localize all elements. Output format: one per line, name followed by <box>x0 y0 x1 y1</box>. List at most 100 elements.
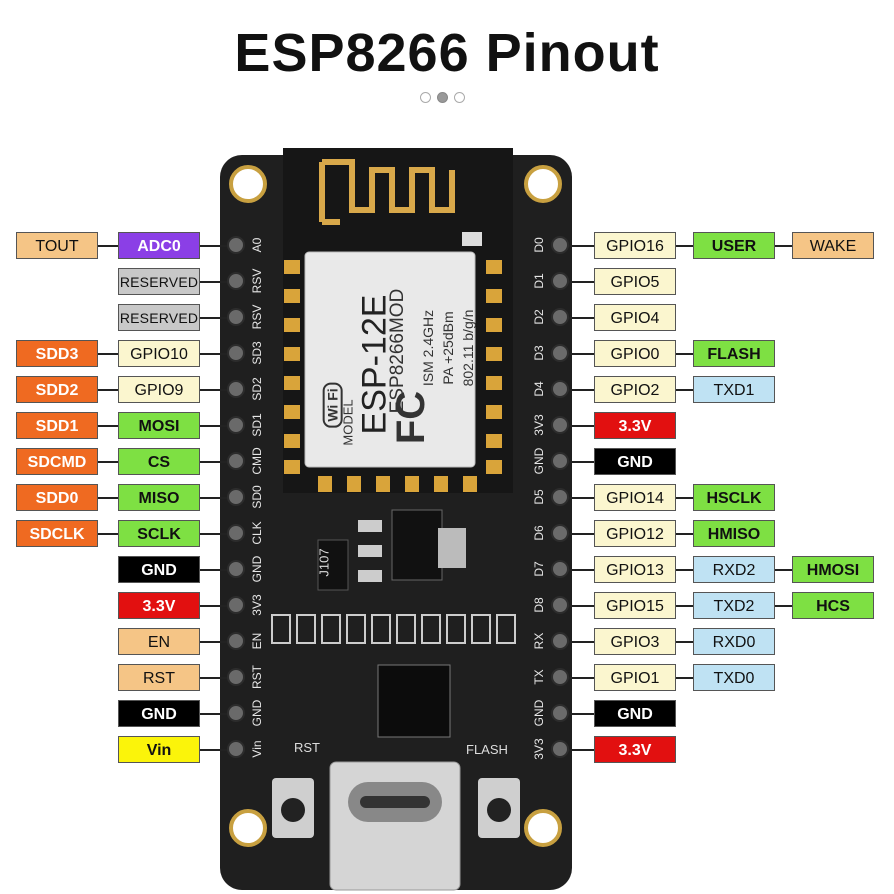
pin-silkscreen-label: A0 <box>250 237 264 253</box>
pin-silkscreen-label: GND <box>250 699 264 727</box>
right-pin-label: RXD0 <box>693 628 775 655</box>
right-pin-label: GPIO14 <box>594 484 676 511</box>
right-pin-label: RXD2 <box>693 556 775 583</box>
pin-silkscreen-label: D2 <box>532 309 546 325</box>
usb-c-icon <box>329 761 461 891</box>
pin-silkscreen-label: EN <box>250 632 264 650</box>
header-pin <box>227 344 245 362</box>
pin-silkscreen-label: CLK <box>250 521 264 545</box>
left-pin-label: Vin <box>118 736 200 763</box>
right-pin-label: GPIO13 <box>594 556 676 583</box>
antenna-trace <box>319 159 455 225</box>
header-pin <box>227 668 245 686</box>
pin-silkscreen-label: CMD <box>250 447 264 475</box>
rf-shield <box>304 251 476 468</box>
header-pin <box>551 380 569 398</box>
pin-silkscreen-label: D0 <box>532 237 546 253</box>
header-pin <box>227 524 245 542</box>
header-pin <box>551 524 569 542</box>
right-pin-label: TXD1 <box>693 376 775 403</box>
right-pin-label: USER <box>693 232 775 259</box>
flash-button-cap <box>487 798 511 822</box>
header-pin <box>551 560 569 578</box>
header-pin <box>227 380 245 398</box>
pin-silkscreen-label: D8 <box>532 597 546 613</box>
pin-silkscreen-label: SD2 <box>250 377 264 401</box>
right-pin-label: HMISO <box>693 520 775 547</box>
right-pin-label: GPIO2 <box>594 376 676 403</box>
right-pin-label: GPIO4 <box>594 304 676 331</box>
left-pin-label: MOSI <box>118 412 200 439</box>
carousel-dot[interactable] <box>420 92 431 103</box>
right-pin-label: HCS <box>792 592 874 619</box>
right-pin-label: GND <box>594 448 676 475</box>
flash-button-label: FLASH <box>466 742 508 757</box>
carousel-dot[interactable] <box>454 92 465 103</box>
left-pin-label: RESERVED <box>118 268 200 295</box>
left-pin-label: 3.3V <box>118 592 200 619</box>
right-pin-label: GPIO0 <box>594 340 676 367</box>
voltage-regulator <box>391 509 443 581</box>
header-pin <box>227 560 245 578</box>
pin-silkscreen-label: SD3 <box>250 341 264 365</box>
module-spec-2: PA +25dBm <box>440 311 456 385</box>
header-pin <box>551 236 569 254</box>
pin-silkscreen-label: GND <box>532 447 546 475</box>
left-pin-label: ADC0 <box>118 232 200 259</box>
pin-silkscreen-label: Vin <box>250 740 264 758</box>
header-pin <box>227 740 245 758</box>
right-pin-label: GPIO1 <box>594 664 676 691</box>
header-pin <box>227 272 245 290</box>
pin-silkscreen-label: D4 <box>532 381 546 397</box>
right-pin-label: GPIO15 <box>594 592 676 619</box>
pin-silkscreen-label: RX <box>532 632 546 650</box>
left-pin-label: SDCLK <box>16 520 98 547</box>
pin-silkscreen-label: RST <box>250 665 264 689</box>
right-pin-label: FLASH <box>693 340 775 367</box>
left-pin-label: SDD0 <box>16 484 98 511</box>
regulator-chip-label: J107 <box>316 548 332 577</box>
carousel-dot-active[interactable] <box>437 92 448 103</box>
right-pin-label: TXD2 <box>693 592 775 619</box>
left-pin-label: GND <box>118 556 200 583</box>
rst-button-label: RST <box>294 740 320 755</box>
header-pin <box>227 416 245 434</box>
left-pin-label: SDD2 <box>16 376 98 403</box>
left-pin-label: SDCMD <box>16 448 98 475</box>
wifi-logo-icon: Wi Fi <box>322 382 343 428</box>
rst-button-cap <box>281 798 305 822</box>
right-pin-label: GPIO12 <box>594 520 676 547</box>
header-pin <box>227 488 245 506</box>
left-pin-label: RST <box>118 664 200 691</box>
pin-silkscreen-label: D5 <box>532 489 546 505</box>
right-pin-label: TXD0 <box>693 664 775 691</box>
mounting-hole <box>229 809 267 847</box>
left-pin-label: TOUT <box>16 232 98 259</box>
carousel-indicator[interactable] <box>420 92 465 103</box>
header-pin <box>551 740 569 758</box>
mounting-hole <box>524 809 562 847</box>
header-pin <box>551 488 569 506</box>
pin-silkscreen-label: 3V3 <box>532 738 546 760</box>
header-pin <box>551 272 569 290</box>
right-pin-label: 3.3V <box>594 412 676 439</box>
header-pin <box>227 704 245 722</box>
right-pin-label: WAKE <box>792 232 874 259</box>
smd-row <box>271 614 516 644</box>
model-label: MODEL <box>340 399 356 446</box>
left-pin-label: GPIO10 <box>118 340 200 367</box>
header-pin <box>551 596 569 614</box>
header-pin <box>551 668 569 686</box>
pin-silkscreen-label: TX <box>532 669 546 685</box>
left-pin-label: GND <box>118 700 200 727</box>
usb-serial-chip <box>377 664 451 738</box>
pin-silkscreen-label: D3 <box>532 345 546 361</box>
pin-silkscreen-label: D7 <box>532 561 546 577</box>
regulator-tab <box>438 528 466 568</box>
header-pin <box>551 704 569 722</box>
pin-silkscreen-label: 3V3 <box>532 414 546 436</box>
right-pin-label: HMOSI <box>792 556 874 583</box>
smd-component <box>462 232 482 246</box>
left-pin-label: CS <box>118 448 200 475</box>
